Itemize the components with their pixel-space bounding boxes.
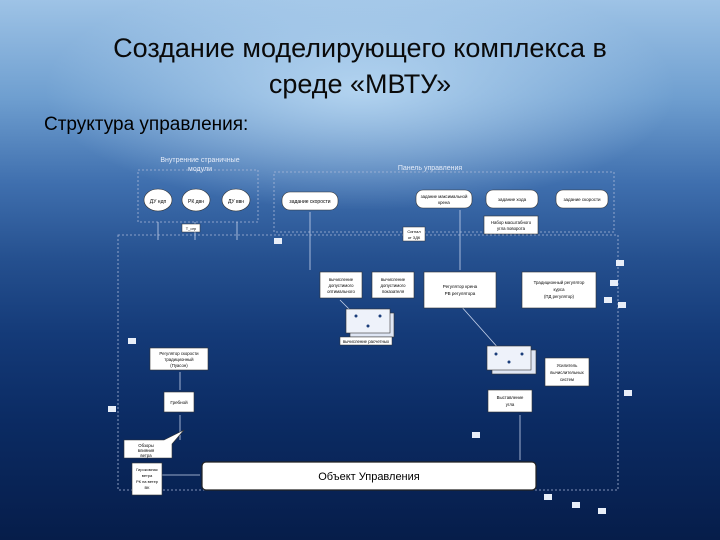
- svg-text:Регулятор крена: Регулятор крена: [443, 284, 478, 289]
- svg-text:оптимального: оптимального: [327, 289, 355, 294]
- slide-subtitle: Структура управления:: [44, 114, 249, 135]
- svg-text:Гребной: Гребной: [170, 399, 188, 405]
- course-regulator-block: Традиционный регулятор курса (ПД регулят…: [521, 271, 597, 309]
- heel-regulator-block: Регулятор крена РВ регулятора: [423, 271, 497, 309]
- scale-angle-node: Набор масштабного угла поворота: [483, 215, 539, 235]
- svg-text:угла: угла: [506, 402, 515, 407]
- amplifier-systems-block: Усилитель вычислительных систем: [544, 357, 590, 387]
- svg-text:угла поворота: угла поворота: [497, 226, 526, 231]
- propeller-block: Гребной: [163, 391, 195, 413]
- t-limit-label: Т_огр: [181, 223, 201, 233]
- wind-effects-block: Обзоры влияния ветра: [123, 429, 185, 459]
- internal-modules-frame: [137, 169, 259, 223]
- angle-setting-block: Выставление угла: [487, 389, 533, 413]
- svg-text:(Пуасон): (Пуасон): [170, 363, 188, 368]
- svg-text:ВК: ВК: [145, 485, 151, 490]
- calc-block-indicator: вычисление допустимого показателя: [371, 271, 415, 299]
- svg-text:вычисление расчетных: вычисление расчетных: [343, 339, 390, 344]
- svg-text:традиционный: традиционный: [164, 357, 194, 362]
- svg-text:ДУ ввн: ДУ ввн: [228, 199, 244, 205]
- port-markers: [108, 238, 632, 514]
- svg-text:крена: крена: [438, 200, 450, 205]
- svg-text:Обзоры: Обзоры: [138, 443, 154, 448]
- svg-text:РВ регулятора: РВ регулятора: [445, 291, 476, 296]
- svg-text:курса: курса: [554, 287, 566, 292]
- svg-text:ветра: ветра: [142, 473, 153, 478]
- circle-node-rk-dvn: РК двн: [181, 188, 211, 212]
- signal-label: Сигнал от ЗДК: [402, 226, 426, 242]
- stacked-amplifier-module: [486, 345, 537, 375]
- svg-text:Набор масштабного: Набор масштабного: [491, 220, 532, 225]
- speed-setpoint-node: задание скорости: [281, 191, 339, 211]
- svg-text:Т_огр: Т_огр: [186, 226, 197, 231]
- svg-text:Регулятор скорости: Регулятор скорости: [159, 351, 199, 356]
- svg-text:влияния: влияния: [138, 448, 155, 453]
- svg-text:Выставление: Выставление: [497, 395, 524, 400]
- circle-node-du-ndp: ДУ ндп: [143, 188, 173, 212]
- svg-text:задание скорости: задание скорости: [563, 197, 601, 202]
- svg-text:Усилитель: Усилитель: [557, 363, 579, 368]
- svg-text:задание максимальной: задание максимальной: [421, 194, 468, 199]
- svg-text:от ЗДК: от ЗДК: [408, 235, 421, 240]
- svg-text:допустимого: допустимого: [380, 283, 406, 288]
- panel-frame: [273, 171, 615, 233]
- max-heel-setpoint-node: задание максимальной крена: [415, 189, 473, 209]
- svg-text:РК на ветер: РК на ветер: [136, 479, 159, 484]
- control-panel-label: Панель управления: [398, 165, 463, 172]
- title-line-2: среде «МВТУ»: [268, 69, 452, 99]
- calc-block-optimal: вычисление допустимого оптимального: [319, 271, 363, 299]
- svg-text:вычисление: вычисление: [329, 277, 354, 282]
- svg-text:задание скорости: задание скорости: [289, 199, 330, 205]
- svg-text:РК двн: РК двн: [188, 199, 204, 205]
- svg-text:вычисление: вычисление: [381, 277, 406, 282]
- control-object-block: Объект Управления: [201, 461, 537, 491]
- svg-text:Сигнал: Сигнал: [407, 229, 421, 234]
- svg-text:Традиционный регулятор: Традиционный регулятор: [534, 280, 585, 285]
- course-setpoint-node: задание хода: [485, 189, 539, 209]
- svg-text:Объект Управления: Объект Управления: [318, 471, 420, 483]
- svg-text:ДУ ндп: ДУ ндп: [150, 199, 167, 205]
- internal-modules-label-2: модули: [188, 166, 212, 173]
- gyrocompass-block: Гирокомпас ветра РК на ветер ВК: [131, 462, 163, 496]
- circle-node-du-vvn: ДУ ввн: [221, 188, 251, 212]
- svg-text:допустимого: допустимого: [328, 283, 354, 288]
- slide-title: Создание моделирующего комплекса в среде…: [40, 30, 680, 102]
- svg-text:Гирокомпас: Гирокомпас: [136, 467, 158, 472]
- svg-text:вычислительных: вычислительных: [550, 370, 584, 375]
- svg-text:задание хода: задание хода: [498, 197, 527, 202]
- svg-text:систем: систем: [560, 377, 574, 382]
- svg-text:показателя: показателя: [382, 289, 405, 294]
- title-line-1: Создание моделирующего комплекса в: [113, 33, 607, 63]
- internal-modules-label-1: Внутренние страничные: [160, 157, 239, 164]
- calc-results-label: вычисление расчетных: [339, 336, 393, 346]
- stacked-calc-module: [345, 308, 395, 338]
- svg-text:(ПД регулятор): (ПД регулятор): [544, 294, 575, 299]
- speed-setpoint-panel-node: задание скорости: [555, 189, 609, 209]
- svg-text:ветра: ветра: [140, 453, 152, 458]
- speed-regulator-block: Регулятор скорости традиционный (Пуасон): [149, 347, 209, 371]
